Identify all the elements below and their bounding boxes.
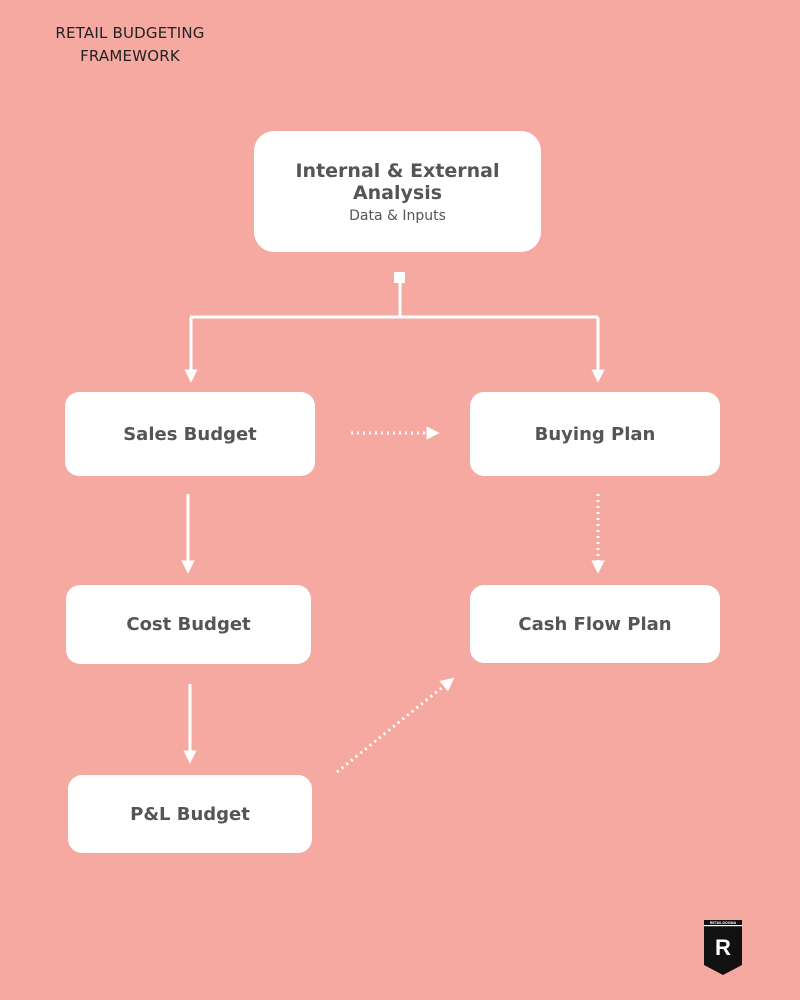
node-buying-plan: Buying Plan	[470, 392, 720, 476]
edge-pl-to-cash	[336, 677, 455, 774]
node-cash-flow-plan: Cash Flow Plan	[470, 585, 720, 663]
node-title: Buying Plan	[534, 423, 656, 445]
node-title: Internal & External Analysis	[295, 159, 500, 204]
node-internal-external-analysis: Internal & External Analysis Data & Inpu…	[254, 131, 541, 252]
brand-logo-letter: R	[715, 935, 731, 960]
title-line-1: RETAIL BUDGETING	[55, 24, 205, 42]
connector-junction	[394, 272, 405, 283]
node-sales-budget: Sales Budget	[65, 392, 315, 476]
node-title: Sales Budget	[123, 423, 257, 445]
node-pl-budget: P&L Budget	[68, 775, 312, 853]
node-cost-budget: Cost Budget	[66, 585, 311, 664]
page-title: RETAIL BUDGETING FRAMEWORK	[40, 22, 220, 68]
brand-logo-text: RETAILDOGMA	[710, 921, 737, 925]
node-title: Cost Budget	[126, 614, 251, 635]
title-line-2: FRAMEWORK	[80, 47, 180, 65]
node-title: Cash Flow Plan	[518, 613, 672, 635]
brand-logo: RETAILDOGMA R	[704, 920, 742, 975]
node-title: P&L Budget	[130, 803, 250, 825]
node-subtitle: Data & Inputs	[349, 207, 446, 224]
